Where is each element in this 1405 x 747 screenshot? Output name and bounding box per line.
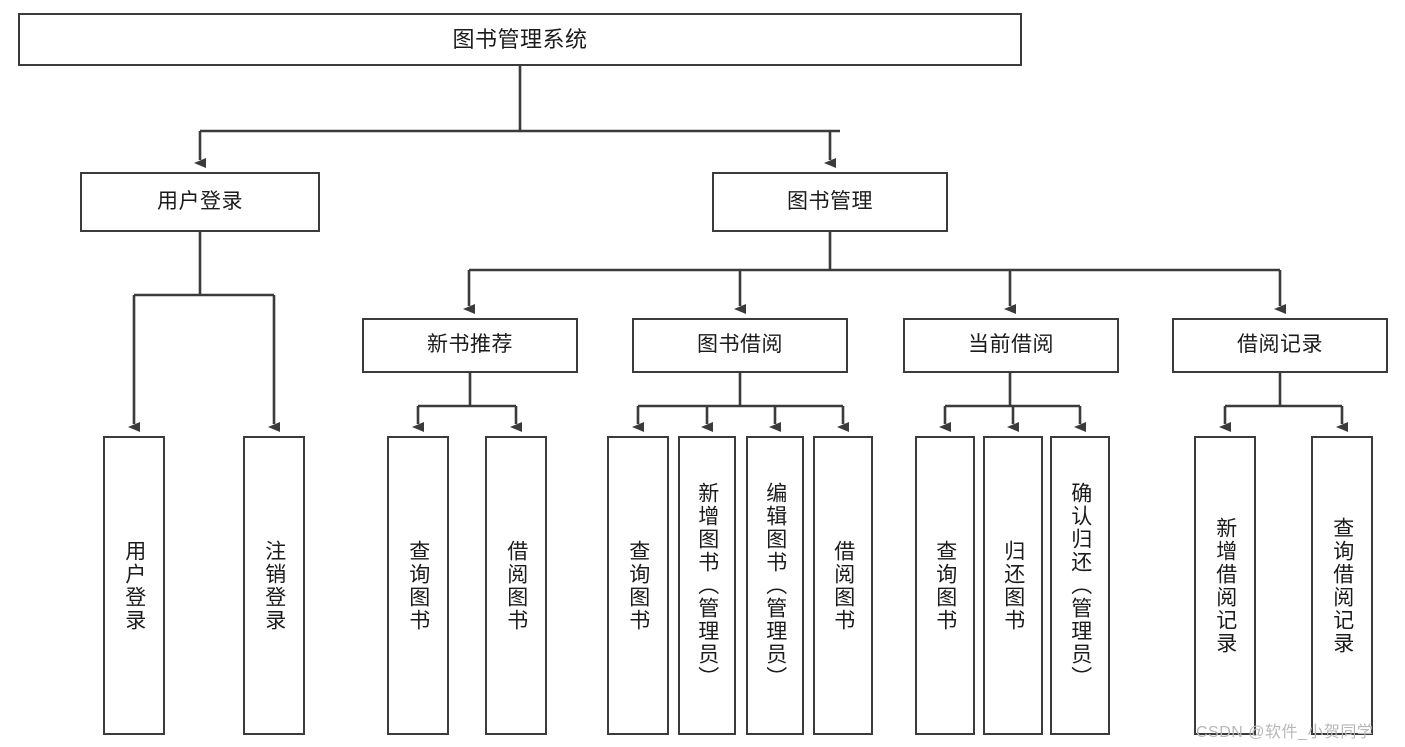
- leaf-add-book-admin-label: 新增图书（管理员）: [695, 482, 719, 689]
- node-book-borrow-label: 图书借阅: [697, 333, 783, 357]
- leaf-query-borrow-record[interactable]: 查询借阅记录: [1311, 436, 1373, 735]
- leaf-borrow-books-newbook[interactable]: 借阅图书: [485, 436, 547, 735]
- leaf-logout-login[interactable]: 注销登录: [243, 436, 305, 735]
- node-root[interactable]: 图书管理系统: [18, 13, 1022, 66]
- leaf-borrow-books-newbook-label: 借阅图书: [504, 539, 528, 632]
- node-new-book-recommend-label: 新书推荐: [427, 333, 513, 357]
- leaf-add-book-admin[interactable]: 新增图书（管理员）: [678, 436, 736, 735]
- leaf-add-borrow-record-label: 新增借阅记录: [1213, 516, 1237, 655]
- node-borrow-records[interactable]: 借阅记录: [1172, 318, 1388, 373]
- leaf-confirm-return-admin[interactable]: 确认归还（管理员）: [1050, 436, 1110, 735]
- node-root-label: 图书管理系统: [452, 26, 588, 52]
- node-book-management-label: 图书管理: [787, 189, 873, 213]
- leaf-query-books-borrow[interactable]: 查询图书: [607, 436, 669, 735]
- node-new-book-recommend[interactable]: 新书推荐: [362, 318, 578, 373]
- leaf-return-book-label: 归还图书: [1001, 539, 1025, 632]
- leaf-edit-book-admin-label: 编辑图书（管理员）: [763, 482, 787, 689]
- leaf-confirm-return-admin-label: 确认归还（管理员）: [1068, 482, 1092, 689]
- leaf-logout-login-label: 注销登录: [262, 539, 286, 632]
- leaf-return-book[interactable]: 归还图书: [983, 436, 1043, 735]
- leaf-edit-book-admin[interactable]: 编辑图书（管理员）: [746, 436, 804, 735]
- leaf-user-login-label: 用户登录: [122, 539, 146, 632]
- node-current-borrow-label: 当前借阅: [968, 333, 1054, 357]
- leaf-borrow-book[interactable]: 借阅图书: [813, 436, 873, 735]
- leaf-add-borrow-record[interactable]: 新增借阅记录: [1194, 436, 1256, 735]
- leaf-query-books-borrow-label: 查询图书: [626, 539, 650, 632]
- leaf-query-books-current[interactable]: 查询图书: [915, 436, 975, 735]
- leaf-query-borrow-record-label: 查询借阅记录: [1330, 516, 1354, 655]
- node-user-login[interactable]: 用户登录: [80, 172, 320, 232]
- node-current-borrow[interactable]: 当前借阅: [903, 318, 1119, 373]
- leaf-query-books-newbook-label: 查询图书: [406, 539, 430, 632]
- leaf-borrow-book-label: 借阅图书: [831, 539, 855, 632]
- node-user-login-label: 用户登录: [157, 189, 243, 213]
- node-book-management[interactable]: 图书管理: [712, 172, 948, 232]
- leaf-query-books-newbook[interactable]: 查询图书: [387, 436, 449, 735]
- node-book-borrow[interactable]: 图书借阅: [632, 318, 848, 373]
- leaf-user-login[interactable]: 用户登录: [103, 436, 165, 735]
- node-borrow-records-label: 借阅记录: [1237, 333, 1323, 357]
- leaf-query-books-current-label: 查询图书: [933, 539, 957, 632]
